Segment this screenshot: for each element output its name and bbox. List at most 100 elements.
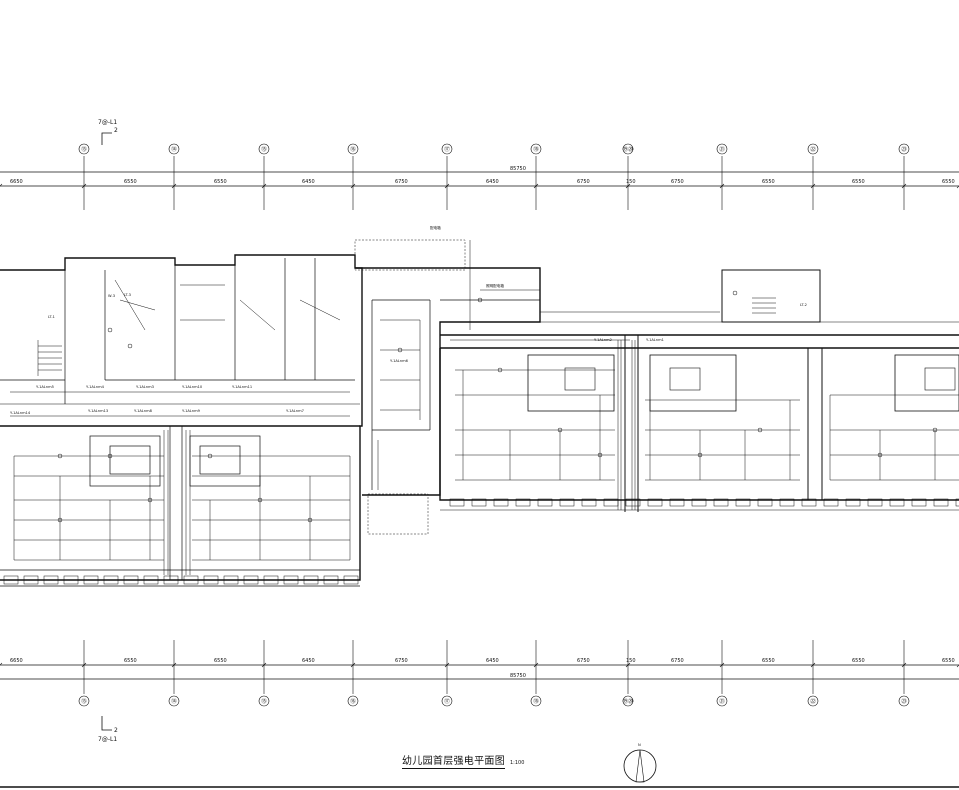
fixture-symbol	[107, 327, 113, 333]
window-symbol	[343, 575, 359, 585]
grid-bubble-label-top: ⑮	[261, 145, 267, 153]
window-symbol	[845, 498, 861, 507]
window-symbol	[63, 575, 79, 585]
window-symbol	[323, 575, 339, 585]
grid-bubble-bottom	[807, 695, 819, 707]
circuit-label: Y-1ALnm9	[182, 409, 201, 413]
fixture-symbol	[147, 497, 153, 503]
grid-bubble-label-top: ⑯	[350, 145, 356, 153]
grid-bubble-label-top: ⑲⑳	[622, 145, 634, 153]
dimension-label-bottom: 6550	[762, 658, 775, 664]
window-symbol	[83, 575, 99, 585]
window-symbol	[647, 498, 663, 507]
dim-tick	[0, 662, 3, 666]
fixture-symbol	[757, 427, 763, 433]
grid-bubble-top	[622, 143, 634, 155]
dimension-label-top: 6550	[852, 179, 865, 185]
dim-tick	[444, 183, 450, 189]
window-symbol	[283, 575, 299, 585]
dimension-label-bottom: 6550	[214, 658, 227, 664]
circuit-label: Y-1ALnm10	[182, 385, 203, 389]
dim-tick	[901, 662, 907, 668]
total-dimension-top: 85750	[510, 166, 526, 172]
room-label: LT-2	[800, 303, 807, 307]
dimension-label-bottom: 6750	[577, 658, 590, 664]
dim-tick	[533, 662, 539, 668]
grid-bubble-bottom	[716, 695, 728, 707]
north-label: N	[638, 743, 641, 747]
dim-tick	[625, 662, 631, 668]
fixture-symbol	[697, 452, 703, 458]
section-marker-label-top: 7@-L1	[98, 119, 117, 126]
dimension-label-bottom: 6550	[852, 658, 865, 664]
circuit-label: Y-1ALnm14	[10, 411, 31, 415]
dimension-label-bottom: 6550	[942, 658, 955, 664]
grid-bubble-label-bottom: ⑲⑳	[622, 697, 634, 705]
grid-bubble-top	[716, 143, 728, 155]
window-symbol	[735, 498, 751, 507]
dim-tick	[810, 662, 816, 668]
grid-bubble-label-bottom: ㉓	[901, 697, 907, 705]
grid-bubble-top	[78, 143, 90, 155]
grid-bubble-bottom	[898, 695, 910, 707]
grid-bubble-top	[347, 143, 359, 155]
window-symbol	[603, 498, 619, 507]
dimension-label-bottom: 6750	[671, 658, 684, 664]
dimension-label-bottom: 6750	[395, 658, 408, 664]
window-symbol	[889, 498, 905, 507]
dimension-label-top: 6650	[10, 179, 23, 185]
grid-bubble-bottom	[347, 695, 359, 707]
grid-bubble-label-bottom: ⑮	[261, 697, 267, 705]
grid-bubble-bottom	[530, 695, 542, 707]
fixture-symbol	[257, 497, 263, 503]
dim-tick	[350, 183, 356, 189]
window-symbol	[223, 575, 239, 585]
dim-tick	[0, 183, 3, 187]
window-symbol	[449, 498, 465, 507]
grid-bubble-label-top: ⑬	[81, 145, 87, 153]
window-symbol	[203, 575, 219, 585]
window-symbol	[243, 575, 259, 585]
circuit-label: Y-1ALnm7	[286, 409, 304, 413]
left-wing-walls	[0, 258, 360, 587]
dim-tick	[444, 662, 450, 668]
circuit-label: Y-1ALnm6	[390, 359, 409, 363]
dimension-label-top: 6750	[395, 179, 408, 185]
window-symbol	[123, 575, 139, 585]
fixture-symbol	[307, 517, 313, 523]
fixture-symbol	[57, 453, 63, 459]
dimension-label-top: 6550	[214, 179, 227, 185]
grid-bubble-label-top: ⑱	[533, 145, 539, 153]
dim-tick	[956, 185, 959, 189]
section-marker-label-bottom: 7@-L1	[98, 736, 117, 743]
dimension-label-bottom: 6450	[486, 658, 499, 664]
drawing-title: 幼儿园首层强电平面图	[402, 752, 505, 769]
fixture-symbol	[127, 343, 133, 349]
window-symbol	[933, 498, 949, 507]
dim-tick	[810, 183, 816, 189]
dim-tick	[719, 662, 725, 668]
dim-tick	[81, 183, 87, 189]
grid-bubble-label-top: ㉑	[719, 145, 725, 153]
fixture-symbol	[932, 427, 938, 433]
window-symbol	[263, 575, 279, 585]
grid-bubble-top	[807, 143, 819, 155]
window-symbol	[669, 498, 685, 507]
dimension-label-top: 6550	[762, 179, 775, 185]
wire-segment	[299, 299, 341, 321]
window-symbol	[801, 498, 817, 507]
grid-bubble-label-bottom: ⑰	[444, 697, 450, 705]
window-symbol	[691, 498, 707, 507]
grid-bubble-label-top: ㉒	[810, 145, 816, 153]
room-label: LT-3	[124, 293, 131, 297]
wire-segment	[239, 299, 276, 331]
window-symbol	[911, 498, 927, 507]
dim-tick	[261, 662, 267, 668]
window-symbol	[23, 575, 39, 585]
central-link	[354, 239, 541, 535]
fixture-symbol	[497, 367, 503, 373]
circuit-label: Y-1ALnm8	[134, 409, 153, 413]
section-marker-top: 7@-L1 2	[98, 119, 118, 145]
right-wing	[439, 269, 959, 512]
